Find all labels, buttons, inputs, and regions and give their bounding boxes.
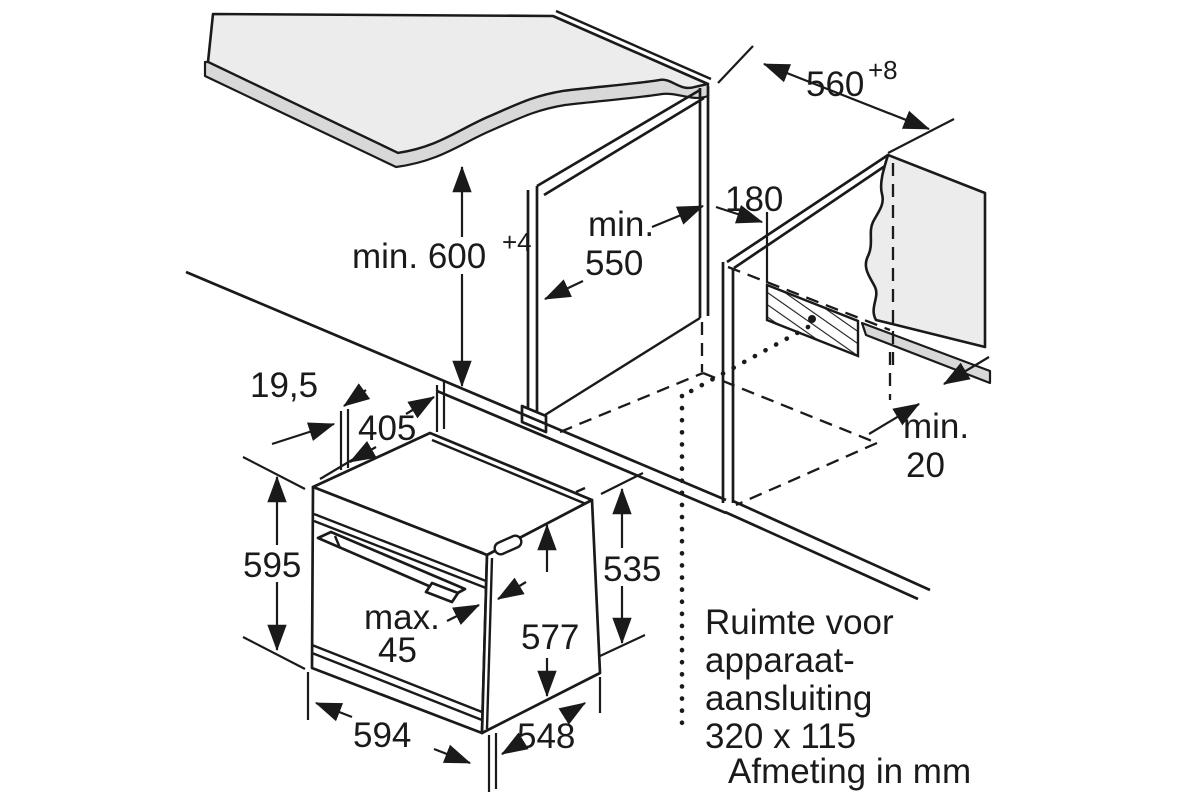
oven-handle-end-cap <box>424 581 460 604</box>
dim-180-label: 180 <box>725 180 783 219</box>
dim-600-label: min. 600 <box>352 237 486 276</box>
floor-left-dashed-edge <box>559 371 704 434</box>
dim-niche-inner-height: 535 <box>599 472 661 657</box>
dim-550-label1: min. <box>588 205 654 244</box>
dim-560-ext-left <box>717 45 754 84</box>
countertop <box>203 9 712 169</box>
dim-top-width: 560 +8 <box>717 45 955 154</box>
dim-180-arrow-left <box>651 204 705 229</box>
dim-front-overhang: 19,5 <box>250 366 371 470</box>
connection-area <box>679 283 860 729</box>
dim-550-label2: 550 <box>585 244 643 283</box>
niche-top-edge-inner <box>543 96 705 197</box>
dim-405-arrow-left <box>349 440 377 463</box>
dim-20-label1: min. <box>903 407 969 446</box>
oven-door-right-edge-inner <box>485 557 494 730</box>
dim-20-arrow-right <box>943 356 990 385</box>
dim-560-line <box>762 62 931 131</box>
oven <box>310 431 602 735</box>
dim-600-sup: +4 <box>502 227 532 257</box>
oven-door-bottom-line2 <box>311 651 483 722</box>
dim-oven-height: 595 <box>242 456 306 670</box>
dim-560-sup: +8 <box>868 55 898 85</box>
connection-dotted-leader-diagonal <box>679 324 811 399</box>
right-cabinet <box>721 153 992 601</box>
oven-handle-bar <box>316 530 467 598</box>
dim-595-label: 595 <box>243 546 301 585</box>
dim-rear-gap: min. 20 <box>868 356 990 485</box>
dim-594-arrow-right <box>433 744 472 765</box>
note-connection-line4: 320 x 115 <box>705 717 856 756</box>
note-units: Afmeting in mm <box>728 752 971 791</box>
left-cabinet <box>185 86 727 515</box>
niche-floor-front-bottom-edge <box>436 389 727 515</box>
dim-548-label: 548 <box>517 717 575 756</box>
dim-oven-width: 594 <box>306 672 498 792</box>
dim-594-arrow-left <box>314 701 353 722</box>
right-cabinet-top-edge-inner <box>733 160 892 270</box>
oven-top-back-inner-line <box>431 438 587 506</box>
niche-top-edge-outer <box>536 88 701 188</box>
dim-560-label: 560 <box>806 65 864 104</box>
dim-548-arrow-left <box>501 732 529 755</box>
oven-door-bottom-line1 <box>311 643 483 714</box>
dim-577-label: 577 <box>521 618 579 657</box>
dim-20-label2: 20 <box>906 446 945 485</box>
dim-top-depth: 405 <box>319 382 446 480</box>
dim-45-arrow2 <box>497 577 527 600</box>
niche-back-top-dashed <box>727 265 891 332</box>
dim-niche-height: min. 600 +4 <box>352 165 532 388</box>
dim-535-ext-top <box>600 472 644 495</box>
notes: Ruimte voor apparaat- aansluiting 320 x … <box>705 603 971 791</box>
dim-195-arrow-right <box>343 383 371 407</box>
oven-side-grip <box>493 534 523 556</box>
dim-180-arrow-right <box>715 204 764 224</box>
oven-top-corner-notch <box>575 486 586 494</box>
dim-195-arrow-left <box>271 422 336 446</box>
floor-right-dashed-edge <box>735 441 878 507</box>
dim-body-height: 577 <box>521 523 579 698</box>
dim-45-label1: max. <box>364 598 440 637</box>
countertop-right-edge-outer <box>555 9 712 81</box>
dim-594-label: 594 <box>353 716 411 755</box>
dim-45-label2: 45 <box>378 631 417 670</box>
dim-195-label: 19,5 <box>250 366 318 405</box>
control-strip-bottom-line <box>313 519 487 590</box>
rear-panel <box>864 153 987 349</box>
dim-535-ext-bottom <box>599 634 646 657</box>
dim-connection-offset: 180 <box>651 180 783 283</box>
dim-20-arrow-left <box>868 403 920 435</box>
niche-wall-bottom-edge <box>536 316 701 422</box>
dim-405-arrow-right <box>405 396 435 419</box>
dim-548-arrow-right <box>558 702 586 725</box>
dim-595-ext-bottom <box>242 636 306 670</box>
control-strip-top-line <box>313 512 487 583</box>
dim-door-max: max. 45 <box>364 577 527 670</box>
dim-oven-depth: 548 <box>501 677 602 756</box>
note-connection-line1: Ruimte voor <box>705 603 894 642</box>
dim-560-ext-right <box>887 118 955 154</box>
right-cabinet-top-edge-outer <box>726 153 889 264</box>
connection-point-dot <box>808 315 816 323</box>
note-connection-line3: aansluiting <box>705 679 872 718</box>
dim-535-label: 535 <box>603 550 661 589</box>
oven-right-face <box>480 498 602 735</box>
right-cabinet-shelf-top-edge <box>732 499 931 592</box>
dim-45-arrow1 <box>446 604 480 625</box>
oven-handle-left-cap-line <box>333 535 342 549</box>
floor-back-dashed-edge <box>702 371 878 445</box>
dim-405-label: 405 <box>358 409 416 448</box>
niche-floor-hidden-edges <box>559 322 878 507</box>
note-connection-line2: apparaat- <box>705 641 855 680</box>
dim-595-ext-top <box>242 456 306 490</box>
dim-550-leader <box>544 279 584 300</box>
dim-niche-depth: min. 550 <box>544 205 654 300</box>
right-cabinet-shelf-bottom-edge <box>724 510 919 601</box>
